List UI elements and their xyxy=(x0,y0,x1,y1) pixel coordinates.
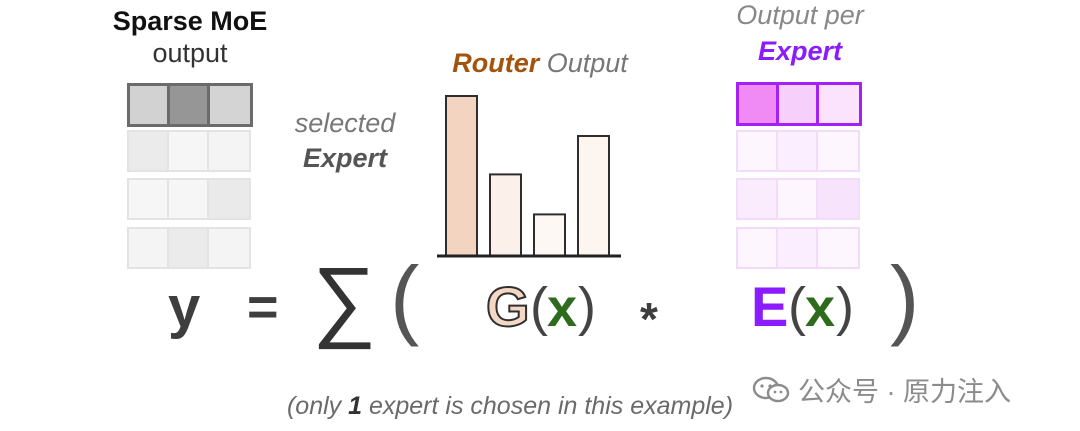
moe-faded-cell xyxy=(209,180,249,218)
expert-faded-cell xyxy=(818,180,858,218)
expert-faded-cell xyxy=(738,180,778,218)
router-bar xyxy=(533,213,566,257)
expert-label: Expert xyxy=(757,36,843,66)
eq-gate-lparen: ( xyxy=(530,277,548,337)
expert-faded-cell xyxy=(818,132,858,170)
output-word: Output xyxy=(539,48,628,78)
expert-top-row xyxy=(736,82,862,126)
eq-gate-g: G xyxy=(485,275,531,338)
eq-gate-rparen: ) xyxy=(578,277,596,337)
router-bar xyxy=(489,173,522,257)
moe-title: Sparse MoE xyxy=(112,6,268,36)
watermark: 公众号 · 原力注入 xyxy=(752,370,1011,409)
footnote-after: expert is chosen in this example) xyxy=(362,392,734,420)
selected-expert-label: Expert xyxy=(302,143,388,173)
eq-y: y xyxy=(168,275,201,340)
eq-sum: ∑ xyxy=(312,250,377,350)
router-bar-chart xyxy=(437,95,621,258)
moe-faded-cell xyxy=(169,132,209,170)
eq-gate-x: x xyxy=(547,278,578,338)
eq-equals: = xyxy=(247,277,279,337)
selected-label: selected xyxy=(294,108,396,138)
expert-top-cell xyxy=(819,85,859,123)
router-bar xyxy=(445,95,478,257)
moe-faded-cell xyxy=(169,229,209,267)
footnote-number: 1 xyxy=(348,392,363,420)
moe-faded-cell xyxy=(129,132,169,170)
expert-faded-cell xyxy=(738,229,778,267)
expert-faded-cell xyxy=(778,132,818,170)
expert-faded-cell xyxy=(818,229,858,267)
router-word: Router xyxy=(452,48,540,78)
expert-faded-row xyxy=(736,130,860,172)
expert-faded-row xyxy=(736,178,860,220)
eq-right-paren: ) xyxy=(890,248,920,347)
moe-faded-row xyxy=(127,227,251,269)
moe-faded-cell xyxy=(209,132,249,170)
moe-faded-row xyxy=(127,178,251,220)
expert-faded-cell xyxy=(778,180,818,218)
expert-top-cell xyxy=(739,85,779,123)
eq-times: * xyxy=(640,293,658,345)
wechat-icon xyxy=(752,376,790,402)
eq-expert-e: E xyxy=(751,275,789,338)
moe-faded-cell xyxy=(169,180,209,218)
footnote: (only 1 expert is chosen in this example… xyxy=(180,392,840,421)
eq-expert-lparen: ( xyxy=(788,277,806,337)
expert-faded-cell xyxy=(778,229,818,267)
moe-top-cell xyxy=(130,86,170,124)
moe-top-row xyxy=(127,83,253,127)
watermark-text: 公众号 · 原力注入 xyxy=(798,377,1011,407)
moe-subtitle: output xyxy=(152,38,228,68)
expert-faded-row xyxy=(736,227,860,269)
output-per-label: Output per xyxy=(736,0,864,30)
expert-faded-cell xyxy=(738,132,778,170)
eq-expert-x: x xyxy=(805,278,836,338)
footnote-before: (only xyxy=(286,392,349,420)
moe-top-cell xyxy=(170,86,210,124)
router-bar xyxy=(577,135,610,257)
moe-faded-cell xyxy=(129,180,169,218)
moe-top-cell xyxy=(210,86,250,124)
router-output-title: Router Output xyxy=(420,48,660,79)
eq-left-paren: ( xyxy=(390,248,420,347)
moe-faded-cell xyxy=(129,229,169,267)
moe-faded-row xyxy=(127,130,251,172)
expert-top-cell xyxy=(779,85,819,123)
eq-expert-rparen: ) xyxy=(836,277,854,337)
moe-faded-cell xyxy=(209,229,249,267)
